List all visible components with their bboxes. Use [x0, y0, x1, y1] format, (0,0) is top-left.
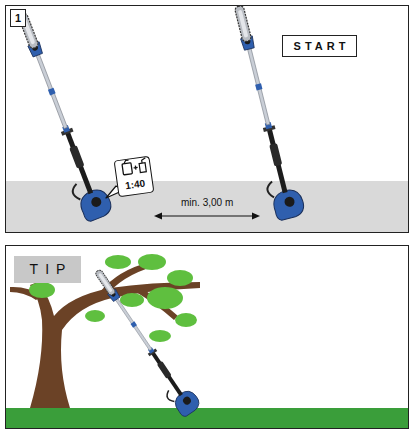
node-text: 1:40 — [124, 177, 145, 191]
start-box: START — [282, 35, 357, 57]
distance-label: min. 3,00 m — [179, 197, 235, 208]
step-number: 1 — [10, 9, 26, 27]
tip-box: TIP — [14, 256, 81, 283]
fuel-mix-bubble: 1:40 — [114, 156, 155, 198]
node-text: TIP — [30, 261, 73, 277]
node-text: START — [294, 40, 350, 53]
node-text: 1 — [15, 12, 21, 25]
